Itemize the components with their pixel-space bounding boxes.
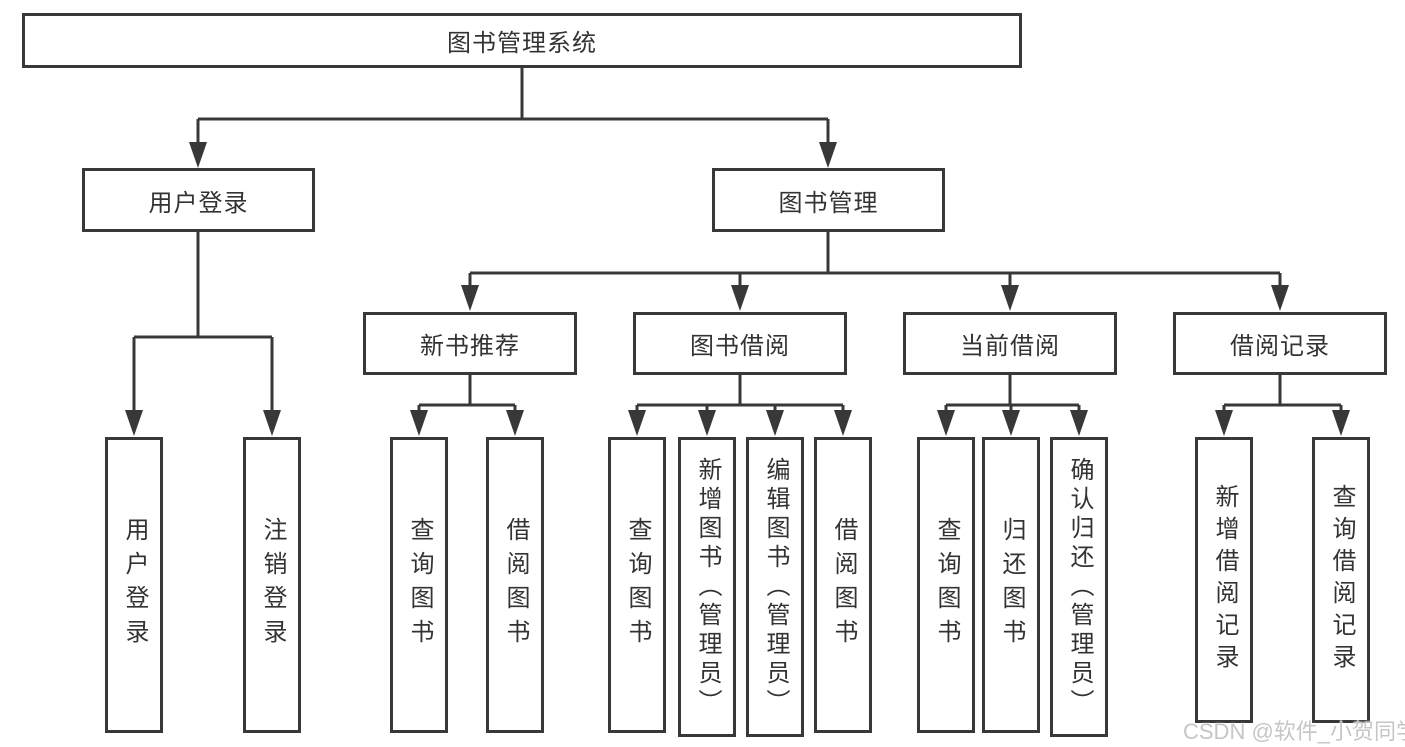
arrow-icon: [1271, 285, 1289, 311]
node-label: 查询图书: [933, 517, 960, 653]
node-label: 查询图书: [624, 517, 651, 653]
node-label: 查询图书: [406, 517, 433, 653]
arrow-icon: [1002, 410, 1020, 436]
node-leaf-borrowing-borrow-books: 借阅图书: [814, 437, 872, 733]
node-borrowing-records: 借阅记录: [1173, 312, 1387, 375]
node-label: 图书管理: [778, 189, 879, 217]
node-label: 用户登录: [148, 189, 249, 217]
arrow-icon: [937, 410, 955, 436]
node-leaf-confirm-return-admin: 确认归还（管理员）: [1050, 437, 1108, 737]
arrow-icon: [1070, 410, 1088, 436]
node-leaf-recommend-query-books: 查询图书: [390, 437, 448, 733]
connector-book-management: [468, 232, 1282, 288]
connector-root: [196, 68, 830, 146]
arrow-icon: [506, 410, 524, 436]
arrow-icon: [1215, 410, 1233, 436]
node-label: 图书借阅: [690, 333, 790, 360]
node-book-borrowing: 图书借阅: [633, 312, 847, 375]
arrow-icon: [125, 410, 143, 436]
connector-book-borrowing: [635, 375, 845, 414]
arrow-icon: [766, 410, 784, 436]
node-label: 查询借阅记录: [1328, 484, 1355, 676]
node-leaf-return-books: 归还图书: [982, 437, 1040, 733]
node-label: 借阅记录: [1230, 333, 1330, 360]
node-label: 新增借阅记录: [1211, 484, 1238, 676]
node-leaf-add-borrow-record: 新增借阅记录: [1195, 437, 1253, 723]
node-label: 新书推荐: [420, 333, 520, 360]
arrow-icon: [698, 410, 716, 436]
arrow-icon: [819, 142, 837, 168]
arrow-icon: [410, 410, 428, 436]
node-label: 借阅图书: [502, 517, 529, 653]
node-leaf-add-books-admin: 新增图书（管理员）: [678, 437, 736, 737]
node-user-login: 用户登录: [82, 168, 315, 232]
node-current-borrowing: 当前借阅: [903, 312, 1117, 375]
node-label: 编辑图书（管理员）: [762, 456, 789, 718]
node-label: 注销登录: [259, 517, 286, 653]
node-leaf-borrowing-query-books: 查询图书: [608, 437, 666, 733]
node-root: 图书管理系统: [22, 13, 1022, 68]
node-leaf-logout: 注销登录: [243, 437, 301, 733]
arrow-icon: [628, 410, 646, 436]
node-label: 归还图书: [998, 517, 1025, 653]
connector-borrowing-records: [1222, 375, 1343, 414]
node-label: 新增图书（管理员）: [694, 456, 721, 718]
node-leaf-edit-books-admin: 编辑图书（管理员）: [746, 437, 804, 737]
arrow-icon: [263, 410, 281, 436]
connector-user-login: [132, 232, 274, 415]
connector-new-book: [417, 375, 517, 414]
arrow-icon: [1001, 285, 1019, 311]
arrow-icon: [461, 285, 479, 311]
node-label: 借阅图书: [830, 517, 857, 653]
arrow-icon: [834, 410, 852, 436]
arrow-icon: [1332, 410, 1350, 436]
node-new-book-recommendation: 新书推荐: [363, 312, 577, 375]
csdn-watermark: CSDN @软件_小贺同学: [1183, 719, 1405, 744]
node-label: 确认归还（管理员）: [1066, 456, 1093, 718]
arrowheads: [125, 142, 1350, 436]
node-label: 当前借阅: [960, 333, 1060, 360]
node-leaf-user-login: 用户登录: [105, 437, 163, 733]
arrow-icon: [189, 142, 207, 168]
node-book-management: 图书管理: [712, 168, 945, 232]
node-label: 图书管理系统: [447, 30, 597, 57]
node-label: 用户登录: [121, 517, 148, 653]
connector-current-borrowing: [944, 375, 1081, 414]
node-leaf-query-borrow-record: 查询借阅记录: [1312, 437, 1370, 723]
node-leaf-recommend-borrow-books: 借阅图书: [486, 437, 544, 733]
node-leaf-current-query-books: 查询图书: [917, 437, 975, 733]
arrow-icon: [731, 285, 749, 311]
